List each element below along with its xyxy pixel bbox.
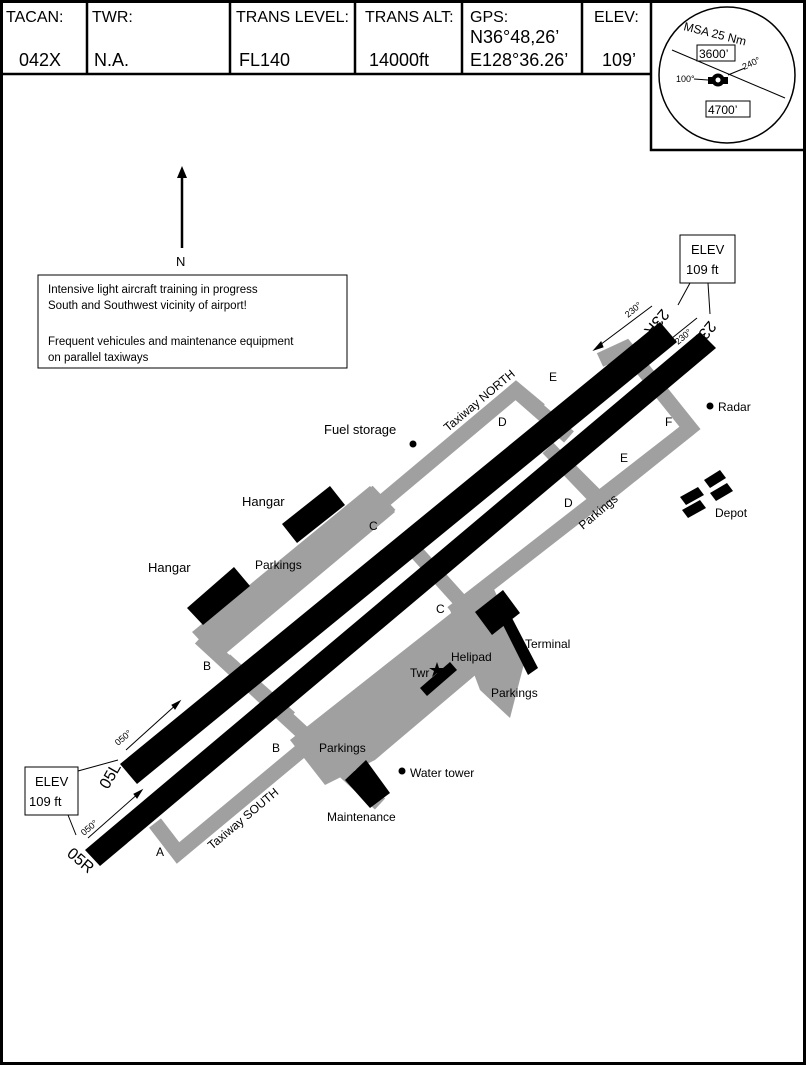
- hangar-west: [187, 567, 250, 625]
- hangar-north-label: Hangar: [242, 494, 285, 509]
- notice-line2: South and Southwest vicinity of airport!: [48, 300, 247, 312]
- notice-line3: Frequent vehicules and maintenance equip…: [48, 336, 294, 348]
- taxiway-c2-label: C: [436, 602, 445, 616]
- parkings-west-label: Parkings: [255, 558, 302, 572]
- msa-title: MSA 25 Nm: [682, 19, 748, 48]
- elev-box-ne-line2: 109 ft: [686, 262, 719, 277]
- msa-bearing-right: 240°: [741, 55, 762, 72]
- msa-sector-south: 4700’: [708, 103, 737, 117]
- buildings: [187, 470, 733, 808]
- runways: [85, 322, 716, 866]
- elev-value: 109’: [602, 50, 636, 70]
- taxiway-d2-label: D: [564, 496, 573, 510]
- elev-box-ne-line1: ELEV: [691, 242, 725, 257]
- taxiway-a-label: A: [156, 845, 164, 859]
- taxiway-f-label: F: [665, 415, 672, 429]
- maintenance-label: Maintenance: [327, 810, 396, 824]
- twr-value: N.A.: [94, 50, 129, 70]
- maintenance-building: [345, 760, 390, 808]
- fuel-storage-label: Fuel storage: [324, 422, 396, 437]
- notice-line1: Intensive light aircraft training in pro…: [48, 284, 258, 296]
- water-tower-label: Water tower: [410, 766, 474, 780]
- trans-level-value: FL140: [239, 50, 290, 70]
- hangar-west-label: Hangar: [148, 560, 191, 575]
- depot-building-3: [682, 500, 706, 518]
- taxiway-east-parkings: [447, 422, 695, 619]
- north-label: N: [176, 254, 185, 269]
- gps-lat: N36°48,26’: [470, 27, 559, 47]
- parkings-south-label: Parkings: [319, 741, 366, 755]
- radar-label: Radar: [718, 400, 751, 414]
- taxiway-b1-label: B: [203, 659, 211, 673]
- depot-building-1: [680, 487, 704, 505]
- apron-west: [192, 486, 395, 660]
- elev-box-sw-line1: ELEV: [35, 774, 69, 789]
- depot-building-2: [704, 470, 726, 488]
- depot-label: Depot: [715, 506, 748, 520]
- notice-line4: on parallel taxiways: [48, 352, 149, 364]
- runway-05l-23r: [120, 322, 677, 784]
- heading-arrows: [87, 305, 698, 839]
- fuel-storage-icon: [409, 440, 417, 448]
- terminal-label: Terminal: [525, 637, 570, 651]
- radar-icon: [706, 402, 714, 410]
- taxiway-b2-label: B: [272, 741, 280, 755]
- trans-alt-value: 14000ft: [369, 50, 429, 70]
- helipad-label: Helipad: [451, 650, 492, 664]
- tower-building: [420, 662, 457, 696]
- heading-230-23r: 230°: [623, 300, 644, 320]
- gps-label: GPS:: [470, 9, 508, 26]
- depot-building-4: [710, 483, 733, 501]
- header-grid: [1, 1, 805, 152]
- heading-050-05l: 050°: [113, 728, 134, 748]
- tacan-icon: [708, 73, 728, 87]
- msa-bearing-left: 100°: [676, 74, 695, 84]
- elev-box-sw-line2: 109 ft: [29, 794, 62, 809]
- tacan-value: 042X: [19, 50, 61, 70]
- msa-sector-north: 3600’: [699, 47, 728, 61]
- heading-050-05r: 050°: [79, 818, 100, 838]
- trans-level-label: TRANS LEVEL:: [236, 9, 349, 26]
- helipad-star-icon: [429, 662, 445, 677]
- aprons: [192, 486, 525, 785]
- tower-label: Twr: [410, 666, 429, 680]
- hangar-north: [282, 486, 345, 543]
- parkings-terminal-label: Parkings: [491, 686, 538, 700]
- msa-diagram: MSA 25 Nm 3600’ 4700’ 100° 240°: [658, 6, 796, 144]
- water-tower-icon: [398, 767, 406, 775]
- north-arrow-icon: [177, 166, 187, 248]
- trans-alt-label: TRANS ALT:: [365, 9, 454, 26]
- taxiway-e2-label: E: [620, 451, 628, 465]
- taxiway-south: [149, 729, 325, 864]
- twr-label: TWR:: [92, 9, 133, 26]
- taxiway-c1-label: C: [369, 519, 378, 533]
- runway-05r-23l: [85, 332, 716, 866]
- notice-box: [37, 274, 348, 369]
- apron-terminal: [450, 580, 525, 718]
- tacan-label: TACAN:: [6, 9, 63, 26]
- elev-box-sw: ELEV 109 ft: [24, 759, 119, 836]
- taxiway-d1-label: D: [498, 415, 507, 429]
- terminal-building: [475, 590, 520, 635]
- elev-box-ne: ELEV 109 ft: [677, 234, 736, 315]
- apron-south: [290, 610, 505, 785]
- taxiway-e1-label: E: [549, 370, 557, 384]
- elev-label: ELEV:: [594, 9, 639, 26]
- gps-lon: E128°36.26’: [470, 50, 568, 70]
- terminal-wing: [503, 618, 538, 675]
